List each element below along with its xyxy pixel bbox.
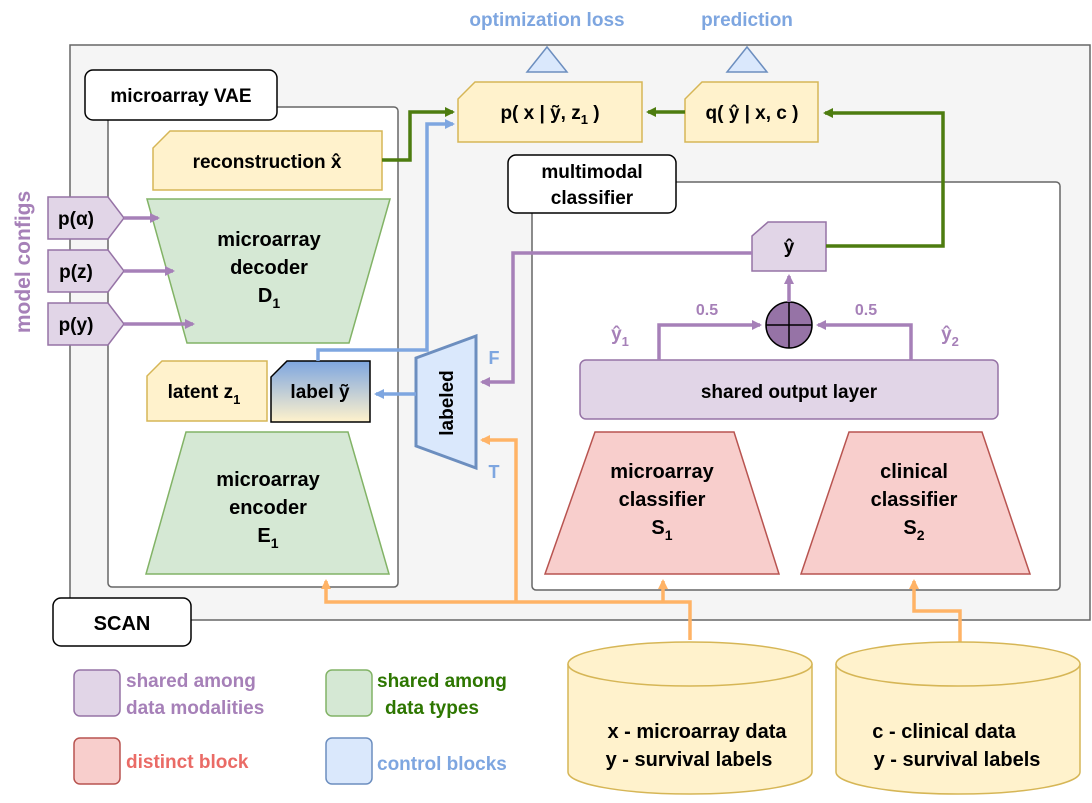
y-hat-label: ŷ (784, 237, 795, 258)
decoder-block (146, 198, 391, 344)
shared-output-layer (579, 359, 999, 420)
switch-true-flag: T (489, 462, 500, 482)
legend-control-label: control blocks (377, 754, 507, 775)
microarray-classifier-line2: classifier (619, 489, 706, 511)
edge-clinical-classifier (909, 579, 962, 645)
qy-box (684, 81, 819, 143)
legend-types-line2: data types (385, 698, 479, 719)
legend-types-line1: shared among (377, 671, 507, 692)
db-clinical: c - clinical data y - survival labels (835, 641, 1081, 795)
model-configs-label: model configs (12, 191, 35, 333)
vae-title: microarray VAE (110, 86, 251, 107)
db-microarray-line1: x - microarray data (608, 721, 788, 743)
p-z-label: p(z) (59, 262, 93, 283)
edge-yhat-qy (823, 108, 945, 248)
p-z-shape (47, 249, 125, 293)
clinical-classifier-line3: S2 (903, 517, 924, 543)
legend-swatch-types (325, 669, 373, 717)
clinical-classifier-block (799, 431, 1032, 575)
db-microarray-top (567, 641, 813, 687)
encoder-block (145, 431, 390, 575)
db-clinical-line2: y - survival labels (874, 749, 1041, 771)
legend-swatch-modalities (73, 669, 121, 717)
legend-distinct-label: distinct block (126, 752, 249, 773)
decoder-line1: microarray (217, 229, 321, 251)
qy-formula: q( ŷ | x, c ) (706, 103, 799, 124)
reconstruction-box (152, 130, 383, 191)
decoder-line3: D1 (258, 285, 280, 311)
y-hat2-label: ŷ2 (941, 324, 959, 349)
edge-label-px (316, 119, 455, 361)
decoder-line2: decoder (230, 257, 308, 279)
classifier-title-line2: classifier (551, 188, 634, 209)
shared-output-label: shared output layer (701, 382, 878, 403)
switch-false-flag: F (489, 348, 500, 368)
y-hat-box (751, 221, 827, 272)
px-box (457, 81, 643, 143)
db-microarray-line2: y - survival labels (606, 749, 773, 771)
encoder-line3: E1 (257, 525, 278, 551)
prediction-triangle (725, 45, 769, 73)
label-y-text: label ỹ (290, 382, 350, 403)
latent-label: latent z1 (168, 382, 241, 407)
clinical-classifier-line1: clinical (880, 461, 948, 483)
labeled-switch-text: labeled (437, 370, 458, 435)
p-alpha-shape (47, 196, 125, 240)
p-y-shape (47, 302, 125, 346)
latent-box (146, 360, 268, 422)
scan-title: SCAN (94, 613, 151, 635)
microarray-classifier-line3: S1 (651, 517, 672, 543)
reconstruction-label: reconstruction x̂ (193, 152, 342, 173)
edge-data-switch (480, 435, 518, 602)
db-clinical-top (835, 641, 1081, 687)
optimization-loss-label: optimization loss (469, 10, 624, 31)
edge-yhat-switch (480, 251, 752, 387)
encoder-line2: encoder (229, 497, 307, 519)
db-microarray: x - microarray data y - survival labels (567, 641, 813, 795)
weight-left: 0.5 (696, 302, 718, 319)
clinical-classifier-line2: classifier (871, 489, 958, 511)
db-clinical-line1: c - clinical data (872, 721, 1016, 743)
legend-modalities-line2: data modalities (126, 698, 264, 719)
encoder-line1: microarray (216, 469, 320, 491)
labeled-switch (414, 333, 478, 471)
px-formula: p( x | ỹ, z1 ) (500, 103, 599, 127)
p-y-label: p(y) (59, 315, 94, 336)
weight-right: 0.5 (855, 302, 877, 319)
classifier-title-line1: multimodal (541, 162, 642, 183)
edge-yhat1-sum (657, 320, 762, 360)
edge-yhat2-sum (816, 320, 913, 360)
legend-swatch-control (325, 737, 373, 785)
prediction-label: prediction (701, 10, 793, 31)
y-hat1-label: ŷ1 (611, 324, 629, 349)
legend-modalities-line1: shared among (126, 671, 256, 692)
edge-reconstruction-px (382, 107, 455, 162)
db-clinical-body (835, 664, 1081, 795)
legend: shared among data modalities shared amon… (73, 669, 507, 785)
loss-triangle (525, 45, 569, 73)
scan-title-box (52, 597, 192, 647)
microarray-classifier-line1: microarray (610, 461, 714, 483)
p-alpha-label: p(α) (58, 209, 94, 230)
microarray-classifier-block (543, 431, 781, 575)
edge-data-encoder (321, 579, 692, 640)
label-y-box (270, 360, 371, 423)
classifier-title-box (507, 154, 677, 214)
legend-swatch-distinct (73, 737, 121, 785)
db-microarray-body (567, 664, 813, 795)
vae-title-box (84, 69, 278, 121)
